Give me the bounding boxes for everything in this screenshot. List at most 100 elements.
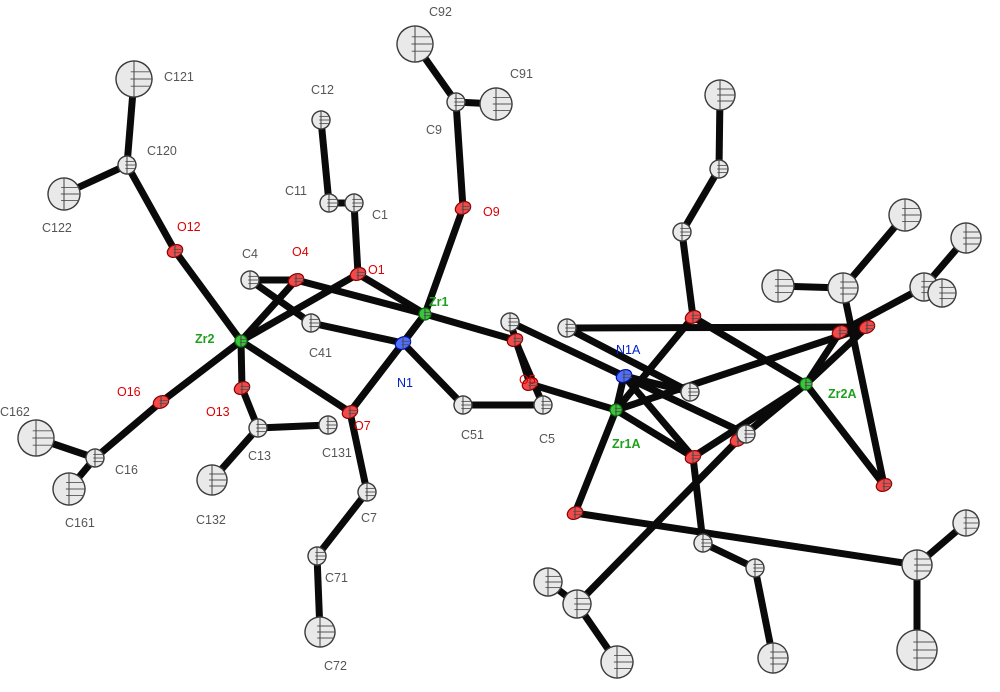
bond-Zr1A-O5A [526, 380, 620, 414]
label-C13: C13 [248, 449, 271, 463]
atom-O13 [233, 380, 251, 396]
atom-C16A [562, 589, 592, 619]
bond-C7-C71 [313, 488, 371, 560]
atom-C132 [196, 464, 228, 496]
bond-Zr2-O13 [237, 337, 246, 392]
label-C41: C41 [309, 346, 332, 360]
label-C132: C132 [196, 513, 226, 527]
bond-O12A-C120A [839, 284, 888, 489]
bond-Zr2A-O12A [802, 380, 888, 489]
bond-O9-C9 [452, 98, 467, 212]
label-O1: O1 [368, 263, 385, 277]
bond-Zr1-O9 [421, 204, 467, 318]
label-O4: O4 [292, 245, 309, 259]
bonds-layer [32, 40, 970, 666]
atom-O7A [684, 449, 702, 465]
atom-O12A [875, 477, 893, 493]
atom-C120A [827, 272, 859, 304]
bond-Zr2A-O7A [689, 380, 810, 461]
atom-N1 [394, 335, 412, 351]
atom-C161 [52, 472, 86, 506]
label-O9: O9 [483, 205, 500, 219]
atom-Zr1A [609, 403, 623, 417]
atom-C121 [115, 60, 153, 98]
bond-C4-C41 [246, 276, 315, 327]
atom-Zr2A [799, 377, 813, 391]
atom-C161A [533, 567, 563, 597]
atom-C5 [533, 395, 553, 415]
atom-Zr1 [418, 307, 432, 321]
label-C4: C4 [242, 247, 258, 261]
atom-C41A [680, 382, 700, 402]
atom-C121A [888, 198, 922, 232]
atom-C9 [446, 92, 466, 112]
label-C120: C120 [147, 144, 177, 158]
bond-Zr2-O16 [157, 337, 245, 406]
bond-O16A-C16A [573, 436, 742, 608]
atom-C162A [600, 645, 634, 679]
atom-O1 [349, 266, 367, 282]
atom-O5 [506, 332, 524, 348]
bond-C1A-C11A [678, 165, 723, 236]
bond-C13-C131 [254, 421, 332, 432]
atom-C71 [307, 546, 327, 566]
atom-C9A [901, 549, 933, 581]
labels-layer: Zr1Zr2Zr1AZr2AN1N1AO1O4O5O7O9O12O13O16C1… [0, 5, 856, 673]
atom-C131 [318, 415, 338, 435]
bond-O7-C7 [346, 408, 371, 496]
label-C162: C162 [0, 405, 30, 419]
bond-O5A-C5A [506, 318, 534, 388]
label-C71: C71 [325, 571, 348, 585]
atom-C1 [344, 193, 364, 213]
atom-O4 [287, 272, 305, 288]
bond-Zr1-O5 [421, 310, 519, 344]
bond-Zr1-O1 [354, 270, 429, 318]
atom-O16 [152, 394, 170, 410]
label-Zr2A: Zr2A [828, 387, 856, 401]
label-C1: C1 [372, 208, 388, 222]
label-C72: C72 [324, 659, 347, 673]
atom-C1A [672, 222, 692, 242]
bond-O7A-C7A [689, 453, 707, 547]
label-C92: C92 [429, 5, 452, 19]
bond-Zr2-O4 [237, 276, 300, 345]
label-O5: O5 [519, 373, 536, 387]
label-C12: C12 [311, 83, 334, 97]
atom-C122 [47, 177, 81, 211]
bond-O1A-C1A [678, 228, 697, 321]
label-C131: C131 [322, 446, 352, 460]
atom-C16 [85, 448, 105, 468]
bond-C51-N1 [399, 339, 467, 409]
atom-C131A [950, 222, 982, 254]
bond-C51A-N1A [620, 372, 750, 438]
label-Zr1: Zr1 [429, 295, 449, 309]
bond-C4A-C41A [563, 324, 694, 396]
atom-O12 [166, 243, 184, 259]
bond-Zr2-O7 [237, 337, 354, 416]
atom-C41 [301, 313, 321, 333]
atom-C51A [736, 424, 756, 444]
atom-N1A [615, 368, 633, 384]
atom-C11A [709, 159, 729, 179]
atom-O7 [341, 404, 359, 420]
label-N1A: N1A [616, 343, 641, 357]
atom-O1A [684, 309, 702, 325]
atom-O9 [454, 200, 472, 216]
atom-C120 [117, 155, 137, 175]
label-C122: C122 [42, 221, 72, 235]
atom-C4 [240, 270, 260, 290]
atom-C7 [357, 482, 377, 502]
bond-Zr1A-O1A [612, 313, 697, 414]
bond-O7-N1 [346, 339, 407, 416]
label-C91: C91 [510, 67, 533, 81]
label-O7: O7 [354, 419, 371, 433]
bond-O1-C1 [350, 199, 362, 278]
label-C51: C51 [461, 428, 484, 442]
bond-Zr1A-O4A [612, 323, 871, 414]
atom-C71A [745, 558, 765, 578]
atom-O5A [521, 376, 539, 392]
atom-C91 [479, 87, 513, 121]
bond-Zr1-O4 [292, 276, 429, 318]
label-Zr2: Zr2 [195, 332, 215, 346]
